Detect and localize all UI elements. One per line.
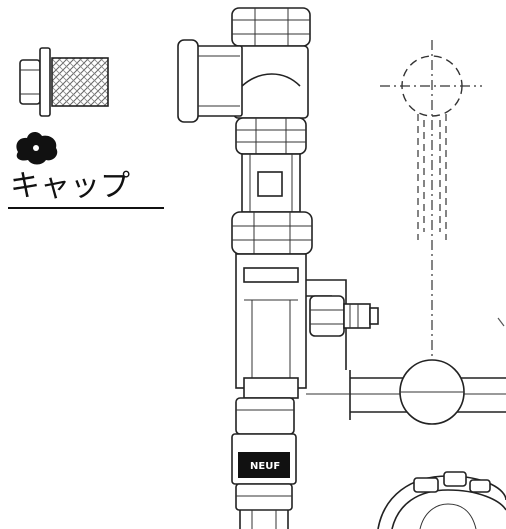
side-bolt <box>306 279 379 370</box>
edge-mark <box>497 317 505 327</box>
middle-hex-nut <box>235 117 307 155</box>
valve-body <box>235 253 307 399</box>
center-line <box>380 40 482 360</box>
valve-assembly: NEUF <box>177 7 379 529</box>
top-hex-nut <box>231 7 311 47</box>
valve-stem <box>241 153 301 213</box>
hose-clamp <box>377 471 506 529</box>
phantom-handle <box>401 55 463 240</box>
cap-blob-icon <box>16 132 58 165</box>
cap-part-icon <box>19 47 109 117</box>
tee-body <box>177 39 309 123</box>
fitting-brand-label: NEUF <box>250 461 280 472</box>
lower-hex-nut <box>231 211 313 255</box>
quick-connector: NEUF <box>231 397 297 529</box>
ball-valve <box>399 359 465 425</box>
cap-callout: キャップ <box>8 47 164 209</box>
cap-label: キャップ <box>10 169 130 204</box>
